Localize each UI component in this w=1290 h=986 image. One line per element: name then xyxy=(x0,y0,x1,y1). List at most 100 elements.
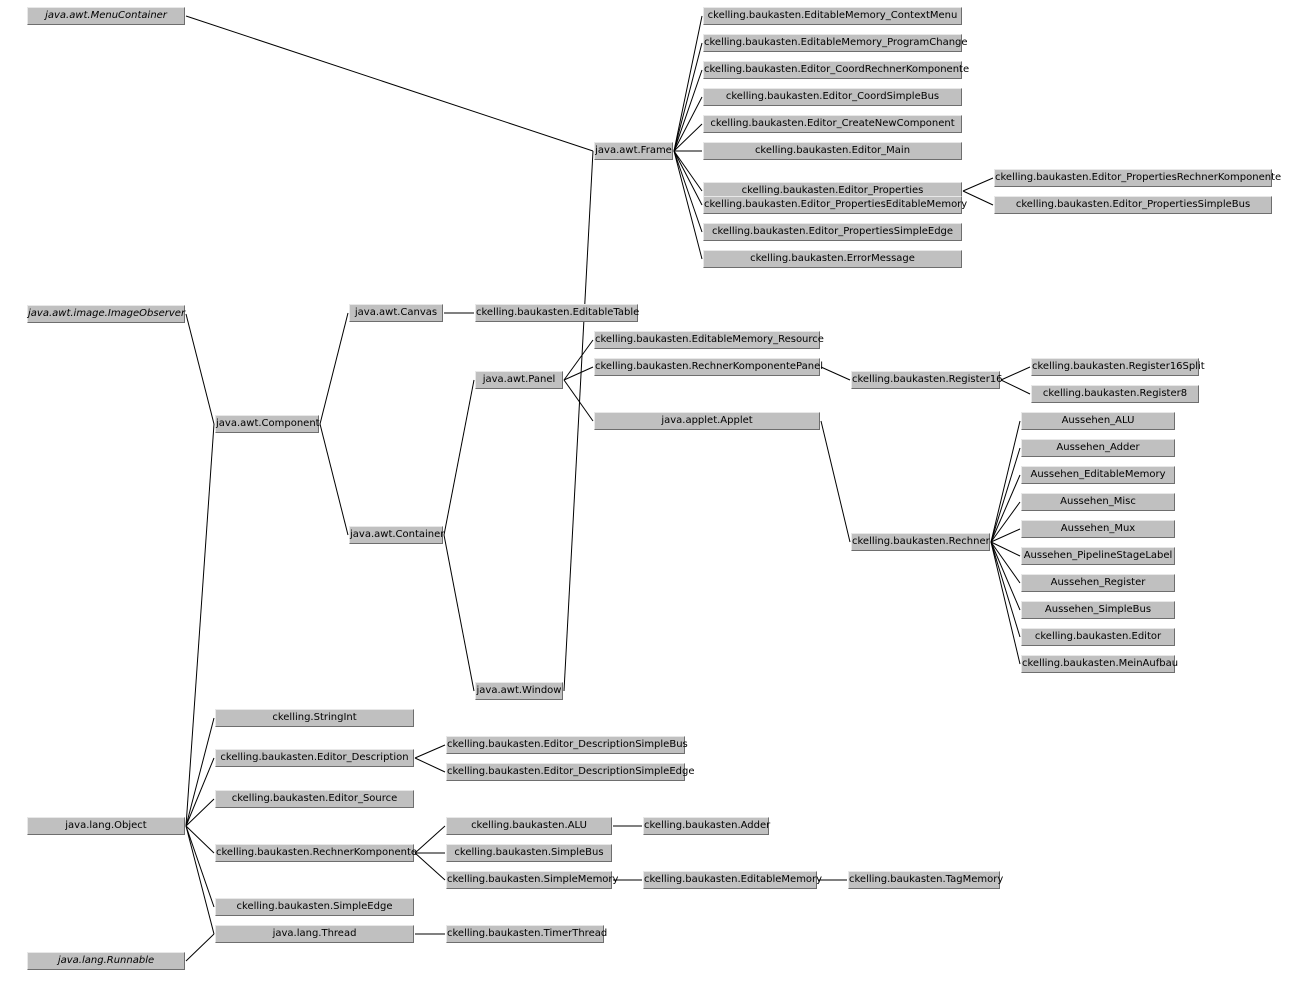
class-node-rechner[interactable]: ckelling.baukasten.Rechner xyxy=(851,533,990,551)
edge-window-to-frame xyxy=(563,150,594,692)
class-node-ed-descsb[interactable]: ckelling.baukasten.Editor_DescriptionSim… xyxy=(446,736,688,754)
edge-rkpanel-to-register16 xyxy=(820,366,851,381)
class-node-ed-coordsb[interactable]: ckelling.baukasten.Editor_CoordSimpleBus xyxy=(703,88,962,106)
edge-rechner-to-a-adder xyxy=(990,447,1021,543)
class-node-applet[interactable]: java.applet.Applet xyxy=(594,412,820,430)
edge-frame-to-ed-createnew xyxy=(673,123,703,152)
class-node-register8[interactable]: ckelling.baukasten.Register8 xyxy=(1031,385,1199,403)
edge-applet-to-rechner xyxy=(820,420,851,543)
edge-object-to-stringint xyxy=(185,717,215,827)
edge-frame-to-ed-propse xyxy=(673,150,703,233)
class-node-simplememory[interactable]: ckelling.baukasten.SimpleMemory xyxy=(446,871,618,889)
class-node-simplebus[interactable]: ckelling.baukasten.SimpleBus xyxy=(446,844,612,862)
edge-object-to-component xyxy=(185,423,215,827)
edge-rechnerkomponente-to-simplememory xyxy=(414,852,446,881)
edge-rechner-to-a-simplebus xyxy=(990,541,1021,611)
class-node-panel[interactable]: java.awt.Panel xyxy=(475,371,563,389)
class-node-register16[interactable]: ckelling.baukasten.Register16 xyxy=(851,371,1003,389)
edge-rechner-to-a-mux xyxy=(990,528,1021,543)
class-node-a-alu[interactable]: Aussehen_ALU xyxy=(1021,412,1175,430)
edge-imageobserver-to-component xyxy=(185,313,215,425)
class-node-ed-descse[interactable]: ckelling.baukasten.Editor_DescriptionSim… xyxy=(446,763,695,781)
edge-component-to-canvas xyxy=(319,312,349,425)
class-node-ed-description[interactable]: ckelling.baukasten.Editor_Description xyxy=(215,749,414,767)
class-node-container[interactable]: java.awt.Container xyxy=(349,526,444,544)
class-node-adder[interactable]: ckelling.baukasten.Adder xyxy=(643,817,770,835)
edge-register16-to-register16split xyxy=(1000,366,1031,381)
class-node-em-contextmenu[interactable]: ckelling.baukasten.EditableMemory_Contex… xyxy=(703,7,962,25)
edge-ed-description-to-ed-descsb xyxy=(414,744,446,759)
class-node-editor[interactable]: ckelling.baukasten.Editor xyxy=(1021,628,1175,646)
class-node-a-simplebus[interactable]: Aussehen_SimpleBus xyxy=(1021,601,1175,619)
class-node-imageobserver[interactable]: java.awt.image.ImageObserver xyxy=(27,305,185,323)
edge-ed-description-to-ed-descse xyxy=(414,757,446,773)
edge-frame-to-em-programchange xyxy=(673,42,703,152)
class-node-ed-propem[interactable]: ckelling.baukasten.Editor_PropertiesEdit… xyxy=(703,196,967,214)
class-node-ed-coordrk[interactable]: ckelling.baukasten.Editor_CoordRechnerKo… xyxy=(703,61,969,79)
edge-panel-to-rkpanel xyxy=(563,366,594,381)
edge-rechner-to-a-register xyxy=(990,541,1021,584)
edge-rechner-to-a-psl xyxy=(990,541,1021,557)
class-node-menucontainer[interactable]: java.awt.MenuContainer xyxy=(27,7,185,25)
class-node-a-em[interactable]: Aussehen_EditableMemory xyxy=(1021,466,1175,484)
class-node-a-psl[interactable]: Aussehen_PipelineStageLabel xyxy=(1021,547,1175,565)
class-node-alu[interactable]: ckelling.baukasten.ALU xyxy=(446,817,612,835)
class-node-editablememory[interactable]: ckelling.baukasten.EditableMemory xyxy=(643,871,822,889)
class-node-thread[interactable]: java.lang.Thread xyxy=(215,925,414,943)
edge-register16-to-register8 xyxy=(1000,379,1031,395)
class-node-rkpanel[interactable]: ckelling.baukasten.RechnerKomponentePane… xyxy=(594,358,823,376)
edge-frame-to-ed-properties xyxy=(673,150,703,192)
class-node-ed-propse[interactable]: ckelling.baukasten.Editor_PropertiesSimp… xyxy=(703,223,962,241)
edge-rechner-to-meinaufbau xyxy=(990,541,1021,665)
edge-frame-to-ed-coordrk xyxy=(673,69,703,152)
class-node-ed-createnew[interactable]: ckelling.baukasten.Editor_CreateNewCompo… xyxy=(703,115,962,133)
edge-object-to-simpleedge xyxy=(185,825,215,908)
edge-container-to-window xyxy=(443,534,475,692)
class-node-simpleedge[interactable]: ckelling.baukasten.SimpleEdge xyxy=(215,898,414,916)
edge-rechner-to-a-alu xyxy=(990,420,1021,543)
class-node-canvas[interactable]: java.awt.Canvas xyxy=(349,304,443,322)
class-node-ed-proprk[interactable]: ckelling.baukasten.Editor_PropertiesRech… xyxy=(994,169,1281,187)
class-node-a-misc[interactable]: Aussehen_Misc xyxy=(1021,493,1175,511)
edge-object-to-thread xyxy=(185,825,215,935)
class-node-register16split[interactable]: ckelling.baukasten.Register16Split xyxy=(1031,358,1205,376)
class-node-tagmemory[interactable]: ckelling.baukasten.TagMemory xyxy=(848,871,1003,889)
class-node-ed-source[interactable]: ckelling.baukasten.Editor_Source xyxy=(215,790,414,808)
class-node-editabletable[interactable]: ckelling.baukasten.EditableTable xyxy=(475,304,639,322)
edge-ed-properties-to-ed-proprk xyxy=(962,177,994,192)
class-node-em-programchange[interactable]: ckelling.baukasten.EditableMemory_Progra… xyxy=(703,34,968,52)
class-node-rechnerkomponente[interactable]: ckelling.baukasten.RechnerKomponente xyxy=(215,844,417,862)
edge-rechnerkomponente-to-alu xyxy=(414,825,446,854)
class-node-ed-main[interactable]: ckelling.baukasten.Editor_Main xyxy=(703,142,962,160)
class-node-em-resource[interactable]: ckelling.baukasten.EditableMemory_Resour… xyxy=(594,331,824,349)
edge-frame-to-ed-coordsb xyxy=(673,96,703,152)
edge-container-to-panel xyxy=(443,379,475,536)
edge-frame-to-em-contextmenu xyxy=(673,15,703,152)
class-node-meinaufbau[interactable]: ckelling.baukasten.MeinAufbau xyxy=(1021,655,1178,673)
edge-frame-to-ed-propem xyxy=(673,150,703,206)
class-node-errormessage[interactable]: ckelling.baukasten.ErrorMessage xyxy=(703,250,962,268)
edge-object-to-ed-description xyxy=(185,757,215,827)
edge-runnable-to-thread xyxy=(185,933,215,962)
class-node-stringint[interactable]: ckelling.StringInt xyxy=(215,709,414,727)
class-node-frame[interactable]: java.awt.Frame xyxy=(594,142,673,160)
class-node-timerthread[interactable]: ckelling.baukasten.TimerThread xyxy=(446,925,607,943)
edge-component-to-container xyxy=(319,423,349,536)
class-node-a-register[interactable]: Aussehen_Register xyxy=(1021,574,1175,592)
class-node-runnable[interactable]: java.lang.Runnable xyxy=(27,952,185,970)
edge-frame-to-errormessage xyxy=(673,150,703,260)
class-node-a-mux[interactable]: Aussehen_Mux xyxy=(1021,520,1175,538)
edge-object-to-ed-source xyxy=(185,798,215,827)
edge-menucontainer-to-frame xyxy=(185,15,594,152)
class-node-ed-propsb[interactable]: ckelling.baukasten.Editor_PropertiesSimp… xyxy=(994,196,1272,214)
edge-rechner-to-editor xyxy=(990,541,1021,638)
class-node-component[interactable]: java.awt.Component xyxy=(215,415,320,433)
edge-rechner-to-a-em xyxy=(990,474,1021,543)
class-node-object[interactable]: java.lang.Object xyxy=(27,817,185,835)
edge-ed-properties-to-ed-propsb xyxy=(962,190,994,206)
class-node-window[interactable]: java.awt.Window xyxy=(475,682,563,700)
class-node-a-adder[interactable]: Aussehen_Adder xyxy=(1021,439,1175,457)
edge-panel-to-applet xyxy=(563,379,594,422)
